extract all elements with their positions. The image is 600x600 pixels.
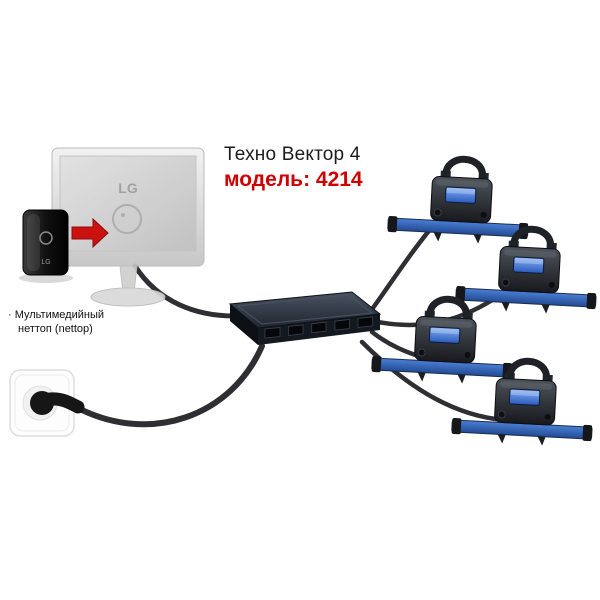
switch-top-ridge	[236, 294, 374, 325]
cable-switch-to-sensor-1	[367, 217, 441, 315]
switch-port	[264, 327, 281, 339]
power-outlet	[9, 369, 85, 437]
switch-port	[357, 316, 374, 328]
nettop-gloss	[27, 214, 40, 271]
switch-port	[334, 319, 350, 331]
nettop-caption-line1: · Мультимедийный	[8, 309, 105, 321]
product-title: Техно Вектор 4	[224, 144, 361, 165]
attach-arrow-icon	[71, 217, 109, 249]
plug-boot	[43, 392, 85, 414]
switch-top-face	[228, 291, 382, 329]
sensor-head-1	[387, 155, 531, 246]
nettop-caption-line2: неттоп (nettop)	[18, 323, 93, 336]
monitor-stand-base	[90, 287, 166, 307]
monitor-brand-text: LG	[118, 180, 138, 196]
switch-left-face	[230, 304, 258, 345]
monitor-logo-icon	[112, 204, 142, 234]
switch-port	[288, 324, 304, 336]
switch-ports	[264, 316, 374, 339]
cable-monitor-to-switch	[132, 263, 237, 319]
nettop-caption: · Мультимедийный неттоп (nettop)	[8, 308, 104, 337]
switch-port	[311, 321, 327, 334]
network-switch	[228, 291, 382, 345]
nettop-logo-icon	[39, 231, 53, 245]
nettop-body	[22, 209, 69, 276]
cable-power	[73, 343, 265, 428]
monitor-logo-dot-icon	[121, 213, 125, 217]
model-label: модель: 4214	[224, 168, 363, 191]
multimedia-nettop: LG	[19, 209, 109, 283]
nettop-brand-text: LG	[41, 259, 50, 266]
